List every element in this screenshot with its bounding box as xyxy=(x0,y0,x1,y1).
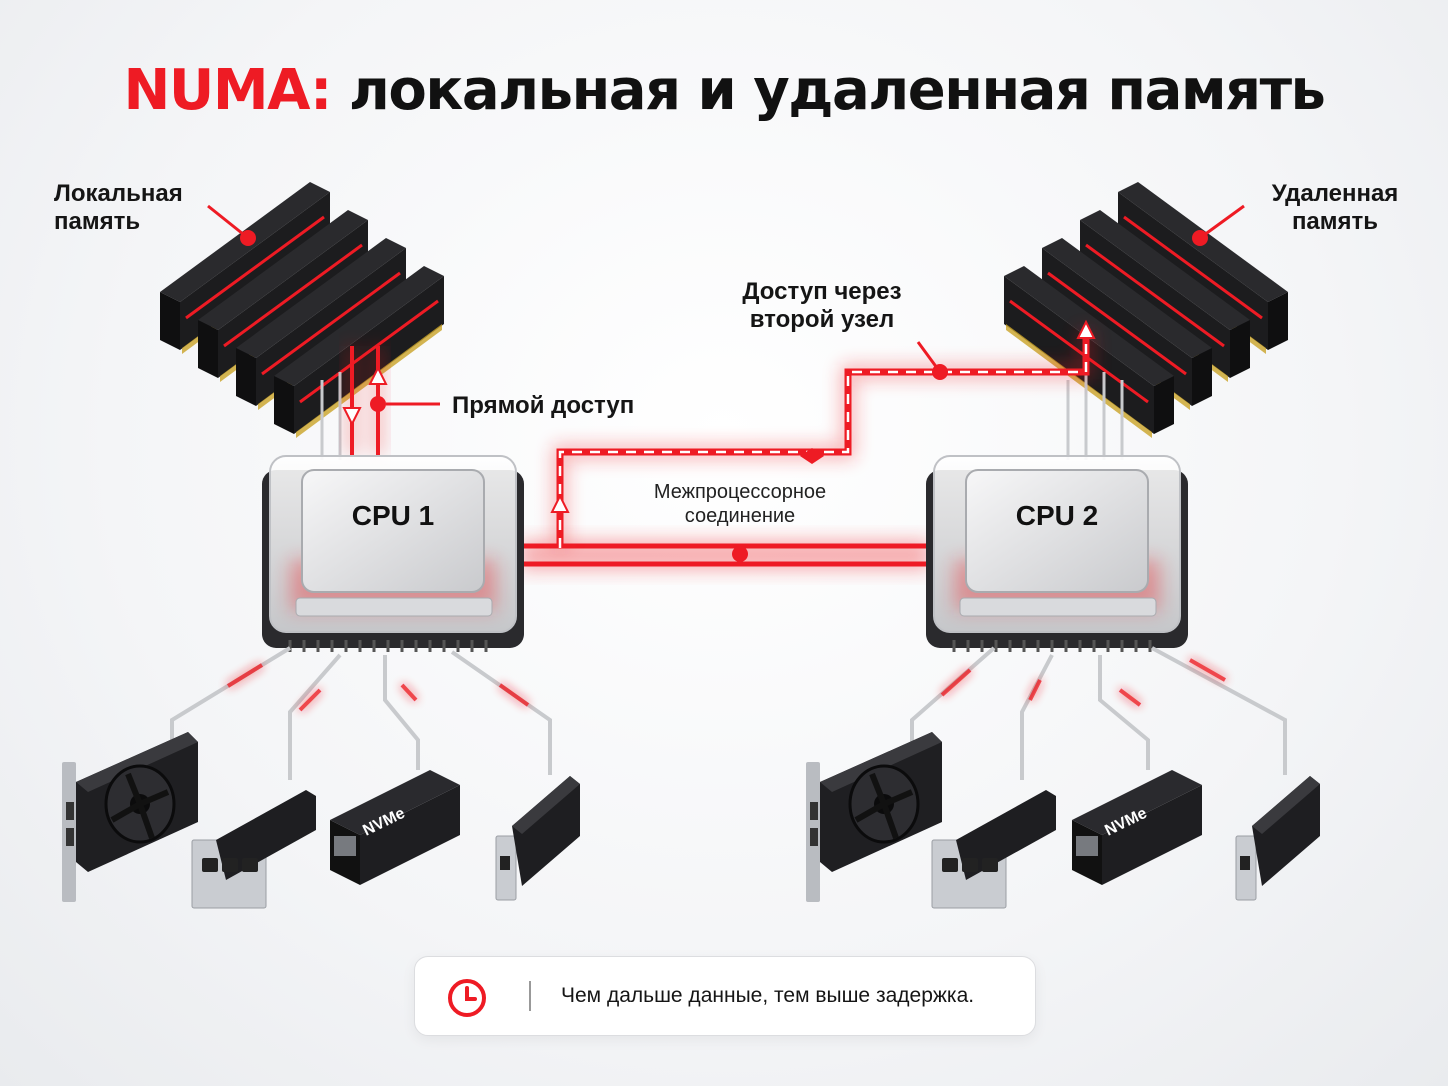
remote-memory-pointer xyxy=(1192,204,1245,246)
local-memory-pointer xyxy=(207,204,256,246)
clock-icon xyxy=(446,977,488,1024)
gpu-card-1 xyxy=(62,732,198,902)
cpu2-devices xyxy=(806,732,1321,909)
local-memory-modules xyxy=(158,180,446,440)
pcie-lanes-cpu2 xyxy=(910,646,1287,780)
gpu-card-2 xyxy=(806,732,942,902)
via-second-node-label: Доступ через второй узел xyxy=(742,278,902,333)
title-rest: локальная и удаленная память xyxy=(330,58,1326,123)
network-card-1 xyxy=(191,789,317,909)
cpu2-label: CPU 2 xyxy=(1015,500,1099,531)
direct-access-label: Прямой доступ xyxy=(452,392,635,419)
cpu1-package xyxy=(262,455,524,652)
latency-note-text: Чем дальше данные, тем выше задержка. xyxy=(561,984,975,1007)
latency-note: Чем дальше данные, тем выше задержка. xyxy=(414,956,1036,1036)
footer-divider xyxy=(529,981,531,1011)
interconnect-label: Межпроцессорное соединение xyxy=(653,481,827,527)
page-title: NUMA: локальная и удаленная память xyxy=(0,58,1448,123)
cpu2-package xyxy=(926,455,1188,652)
pcie-lanes-cpu1 xyxy=(170,646,552,780)
direct-access-path xyxy=(342,346,440,455)
memory-bus-lines xyxy=(320,372,1124,460)
nvme-drive-1 xyxy=(330,770,460,885)
cpu1-label: CPU 1 xyxy=(351,500,435,531)
remote-memory-label: Удаленная память xyxy=(1271,180,1399,235)
pcie-lanes-cpu2-glow xyxy=(940,658,1226,707)
interconnect-link xyxy=(520,540,930,570)
nvme-drive-2 xyxy=(1072,770,1202,885)
expansion-card-2 xyxy=(1235,775,1321,901)
remote-access-path xyxy=(550,319,1096,548)
remote-memory-modules xyxy=(1002,180,1290,440)
title-accent: NUMA: xyxy=(123,58,333,123)
expansion-card-1 xyxy=(495,775,581,901)
cpu1-devices xyxy=(62,732,581,909)
network-card-2 xyxy=(931,789,1057,909)
pcie-lanes-cpu1-glow xyxy=(226,663,530,712)
local-memory-label: Локальная память xyxy=(54,180,183,235)
